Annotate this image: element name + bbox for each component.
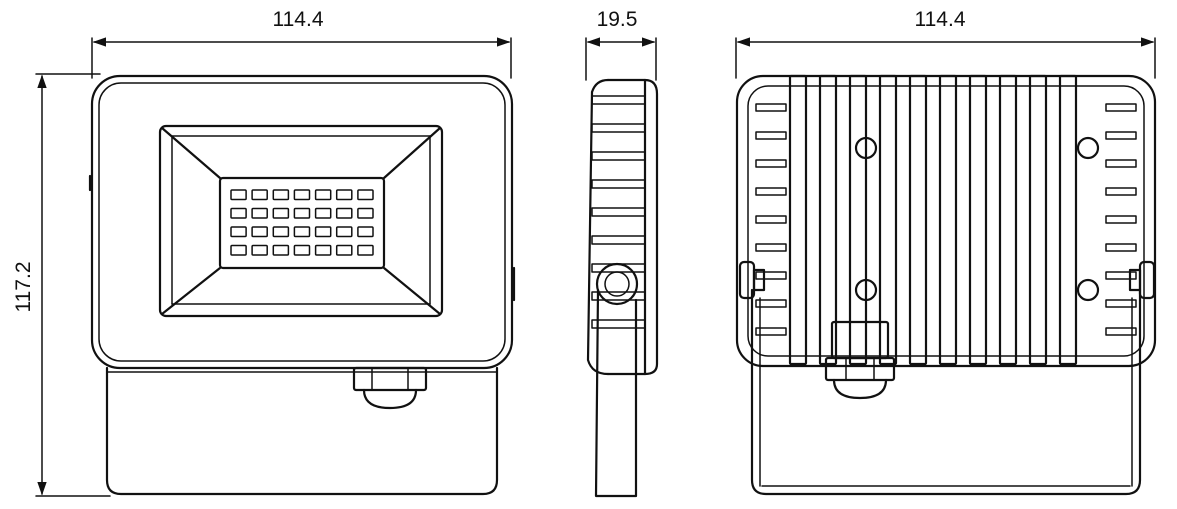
side-rib	[1105, 103, 1137, 112]
led-cell	[272, 189, 290, 201]
front-cable-gland	[352, 366, 428, 410]
led-cell	[314, 244, 332, 256]
back-fins	[788, 74, 1078, 366]
led-cell	[230, 207, 247, 219]
side-rib	[755, 243, 787, 252]
led-cell	[357, 189, 374, 201]
front-housing-outer	[90, 74, 514, 370]
heatsink-fin	[848, 74, 868, 366]
side-rib	[755, 159, 787, 168]
lens-frame	[158, 124, 444, 318]
led-cell	[314, 189, 332, 201]
side-fin	[591, 319, 646, 329]
led-cell	[357, 226, 374, 238]
side-rib	[755, 187, 787, 196]
back-width-label: 114.4	[915, 8, 966, 31]
side-rib	[1105, 327, 1137, 336]
side-fin	[591, 123, 646, 133]
led-cell	[251, 207, 268, 219]
dimension-side-depth: 19.5	[585, 8, 657, 81]
led-cell	[251, 226, 268, 238]
side-fin	[591, 235, 646, 245]
side-rib	[1105, 299, 1137, 308]
side-rib	[1105, 215, 1137, 224]
led-grid	[230, 189, 374, 256]
led-cell	[335, 226, 353, 238]
led-cell	[230, 189, 247, 201]
side-rib	[1105, 271, 1137, 280]
led-cell	[335, 189, 353, 201]
side-rib	[755, 271, 787, 280]
heatsink-fin	[788, 74, 808, 366]
back-side-ribs	[755, 103, 1137, 336]
side-rib	[755, 299, 787, 308]
led-cell	[230, 244, 247, 256]
front-bracket	[105, 366, 499, 496]
led-cell	[251, 189, 268, 201]
side-fin	[591, 263, 646, 273]
side-pivot	[595, 262, 639, 306]
back-cable-gland	[824, 320, 896, 400]
side-fin	[591, 95, 646, 105]
led-cell	[230, 226, 247, 238]
side-depth-label: 19.5	[597, 8, 638, 31]
heatsink-fin	[1028, 74, 1048, 366]
led-cell	[314, 207, 332, 219]
led-cell	[272, 207, 290, 219]
side-rib	[1105, 131, 1137, 140]
height-label: 117.2	[12, 262, 35, 313]
led-cell	[293, 207, 311, 219]
led-cell	[272, 226, 290, 238]
dimension-back-width: 114.4	[735, 8, 1156, 79]
side-rib	[1105, 159, 1137, 168]
led-cell	[293, 189, 311, 201]
heatsink-fin	[938, 74, 958, 366]
side-body	[606, 78, 659, 376]
led-cell	[314, 226, 332, 238]
led-cell	[251, 244, 268, 256]
led-cell	[357, 207, 374, 219]
side-fin	[591, 291, 646, 301]
led-cell	[335, 207, 353, 219]
side-view	[586, 78, 659, 498]
back-housing	[735, 74, 1157, 368]
heatsink-fin	[1058, 74, 1078, 366]
mounting-holes	[854, 136, 1100, 302]
front-housing-inner	[98, 82, 506, 362]
heatsink-fin	[878, 74, 898, 366]
led-cell	[357, 244, 374, 256]
heatsink-fin	[818, 74, 838, 366]
back-pivot-knobs	[738, 260, 1156, 300]
led-cell	[335, 244, 353, 256]
side-rib	[755, 327, 787, 336]
back-bracket	[750, 288, 1142, 496]
heatsink-fin	[968, 74, 988, 366]
led-cell	[272, 244, 290, 256]
side-bracket	[594, 288, 638, 498]
dimension-front-width: 114.4	[91, 8, 512, 79]
led-cell	[293, 244, 311, 256]
heatsink-fin	[998, 74, 1018, 366]
side-rib	[755, 103, 787, 112]
side-rib	[755, 131, 787, 140]
heatsink-fin	[908, 74, 928, 366]
front-view	[88, 74, 516, 496]
led-board	[218, 176, 386, 270]
dimension-height: 117.2	[12, 73, 111, 497]
back-view	[735, 74, 1157, 496]
side-rib	[1105, 187, 1137, 196]
side-fin	[591, 151, 646, 161]
side-rib	[1105, 243, 1137, 252]
led-cell	[293, 226, 311, 238]
side-fin	[591, 179, 646, 189]
side-fin	[591, 207, 646, 217]
front-width-label: 114.4	[273, 8, 324, 31]
side-rib	[755, 215, 787, 224]
